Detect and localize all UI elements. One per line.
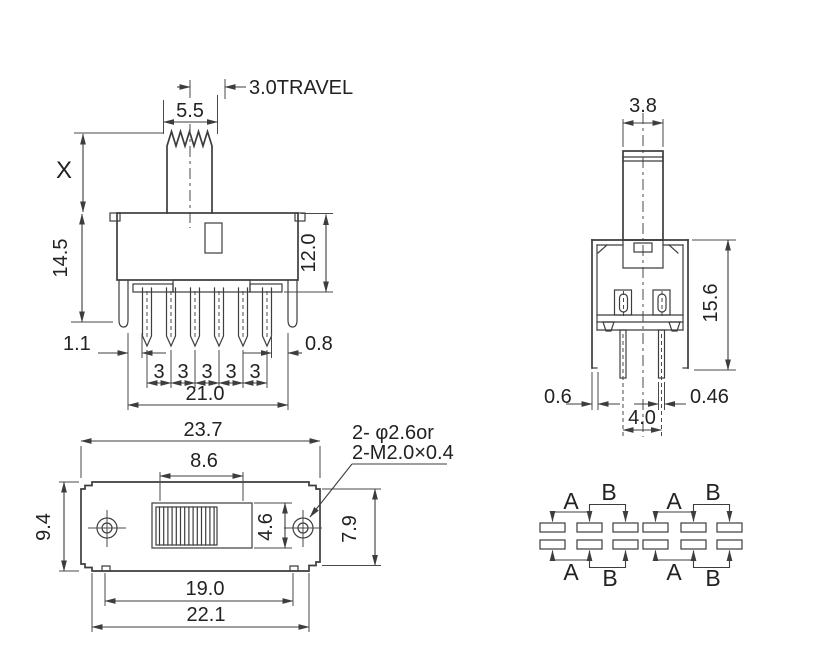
schematic-label-a2-bottom: A <box>666 559 682 585</box>
dim-front-left-gap-label: 1.1 <box>63 333 91 355</box>
side-terminal-left <box>613 289 633 317</box>
dim-plan-slot-depth: 4.6 <box>254 502 292 549</box>
dim-side-overall-height-label: 15.6 <box>700 284 722 323</box>
plan-hole-callout-line1: 2- φ2.6or <box>352 422 434 444</box>
plan-hole-left <box>88 510 126 547</box>
schematic-bracket-b1-top <box>588 503 629 522</box>
front-body-hole <box>204 222 223 254</box>
dim-front-pin-pitches: 3 3 3 3 3 <box>146 350 268 388</box>
schematic-label-a1-top: A <box>563 488 579 514</box>
dim-pitch-3: 3 <box>201 361 212 383</box>
dim-front-knob-height: X <box>56 132 164 213</box>
dim-side-bracket-thickness: 0.6 <box>544 372 620 410</box>
schematic-bracket-b2-bottom <box>692 550 733 569</box>
plan-body <box>80 481 321 572</box>
side-view: 3.8 15.6 0.6 0.46 4.0 <box>544 95 736 437</box>
dim-plan-overall-width-label: 23.7 <box>184 419 223 441</box>
dim-plan-flange-depth-label: 7.9 <box>339 515 361 543</box>
schematic-pads-group1 <box>539 522 639 550</box>
dim-side-overall-height: 15.6 <box>692 239 736 371</box>
front-leg-left <box>118 279 129 328</box>
dim-plan-overall-width: 23.7 <box>80 419 321 478</box>
schematic-bracket-a2-bottom <box>652 550 697 561</box>
schematic-bracket-a1-top <box>549 511 593 522</box>
plan-hole-callout: 2- φ2.6or 2-M2.0×0.4 <box>309 422 454 518</box>
dim-front-knob-width: 5.5 <box>163 95 218 134</box>
dim-pitch-2: 3 <box>177 361 188 383</box>
schematic-label-b2-top: B <box>705 479 720 505</box>
plan-view: 23.7 8.6 9.4 4.6 7.9 <box>33 419 454 632</box>
dim-front-overall-height-label: 14.5 <box>50 239 72 278</box>
dim-pitch-5: 3 <box>249 361 260 383</box>
dim-front-pin-row-span: 21.0 <box>127 383 289 408</box>
dim-front-travel: 3.0TRAVEL <box>177 77 353 99</box>
dim-side-pin-thickness: 0.46 <box>634 382 729 410</box>
side-base <box>596 314 684 332</box>
schematic-bracket-b2-top <box>692 503 733 522</box>
dim-plan-slot-depth-label: 4.6 <box>255 513 277 541</box>
dim-plan-mount-span-label: 19.0 <box>186 578 225 600</box>
dim-side-knob-width-label: 3.8 <box>629 95 657 117</box>
side-frame <box>591 239 689 369</box>
dim-plan-base-width-label: 22.1 <box>187 604 226 626</box>
dim-front-right-gap-label: 0.8 <box>305 333 333 355</box>
front-view: 3.0TRAVEL 5.5 X 14.5 12.0 <box>50 77 353 410</box>
plan-knob-serrations <box>158 506 215 546</box>
dim-plan-base-width: 22.1 <box>91 573 310 632</box>
dim-side-knob-width: 3.8 <box>622 95 664 147</box>
side-pins <box>619 329 666 437</box>
plan-hole-right <box>284 510 322 547</box>
front-base-right <box>249 283 283 293</box>
schematic-pads-group2 <box>642 522 743 550</box>
dim-pitch-1: 3 <box>153 361 164 383</box>
side-shaft-notch <box>633 242 653 253</box>
front-base-left <box>132 283 174 293</box>
dim-front-left-gap: 1.1 <box>63 333 166 410</box>
dim-side-pin-thickness-label: 0.46 <box>690 386 729 408</box>
schematic-bracket-a1-bottom <box>549 550 593 561</box>
dim-front-body-height-label: 12.0 <box>298 234 320 273</box>
front-leg-right <box>287 279 298 328</box>
dim-front-body-height: 12.0 <box>284 213 333 293</box>
dim-side-pin-spacing-label: 4.0 <box>628 407 656 429</box>
dim-front-knob-width-label: 5.5 <box>176 100 204 122</box>
circuit-schematic: A B A B A B A B <box>539 479 743 591</box>
dim-front-pin-row-span-label: 21.0 <box>186 383 225 405</box>
dim-pitch-4: 3 <box>225 361 236 383</box>
front-body-tab-left <box>109 212 121 222</box>
side-terminal-right <box>652 289 671 317</box>
dim-plan-overall-depth-label: 9.4 <box>33 513 55 541</box>
schematic-label-a1-bottom: A <box>563 559 579 585</box>
schematic-label-b2-bottom: B <box>705 565 720 591</box>
dim-plan-mount-span: 19.0 <box>104 573 294 606</box>
schematic-bracket-a2-top <box>652 511 697 522</box>
dim-front-travel-label: 3.0TRAVEL <box>249 77 353 99</box>
front-pins <box>141 287 273 347</box>
dim-front-right-gap: 0.8 <box>243 333 333 410</box>
dim-plan-slot-width: 8.6 <box>159 450 244 501</box>
dim-plan-flange-depth: 7.9 <box>322 488 381 566</box>
plan-hole-callout-line2: 2-M2.0×0.4 <box>352 442 454 464</box>
plan-bottom-notches <box>101 565 299 572</box>
dim-side-bracket-thickness-label: 0.6 <box>544 386 572 408</box>
dim-plan-overall-depth: 9.4 <box>33 481 79 572</box>
dim-side-pin-spacing: 4.0 <box>622 407 662 433</box>
schematic-label-b1-bottom: B <box>602 565 617 591</box>
plan-slot <box>151 502 253 549</box>
dim-front-knob-height-label: X <box>56 157 72 184</box>
side-shaft <box>622 239 664 269</box>
schematic-label-b1-top: B <box>601 479 616 505</box>
schematic-label-a2-top: A <box>666 488 682 514</box>
front-body-tab-right <box>294 212 306 222</box>
dim-front-overall-height: 14.5 <box>50 213 113 323</box>
schematic-bracket-b1-bottom <box>588 550 629 569</box>
dim-plan-slot-width-label: 8.6 <box>190 450 218 472</box>
plan-knob <box>155 506 218 546</box>
